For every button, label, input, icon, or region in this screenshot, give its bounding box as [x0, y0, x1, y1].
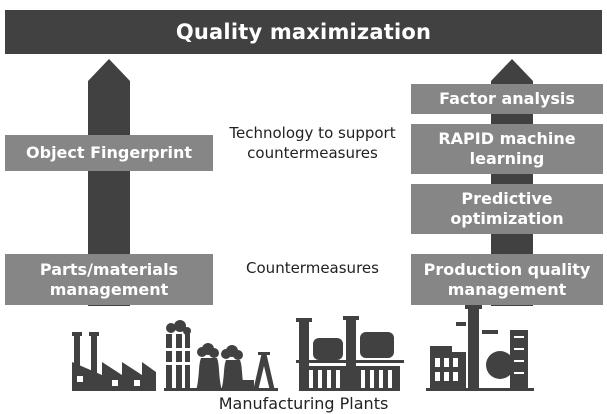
- object-fingerprint-box: Object Fingerprint: [5, 135, 213, 171]
- predictive-optimization-box: Predictive optimization: [411, 184, 603, 234]
- countermeasures-label: Countermeasures: [246, 259, 379, 277]
- factor-analysis-box: Factor analysis: [411, 84, 603, 114]
- support-technology-text: Technology to support countermeasures: [210, 123, 415, 164]
- rapid-line1: RAPID machine: [438, 129, 576, 149]
- production-line1: Production quality: [423, 259, 591, 279]
- chemical-plant-icon: [426, 305, 534, 391]
- banner-label: Quality maximization: [175, 20, 432, 44]
- refinery-icon: [296, 316, 404, 391]
- countermeasures-text: Countermeasures: [210, 258, 415, 278]
- factor-analysis-label: Factor analysis: [439, 89, 575, 109]
- caption-label: Manufacturing Plants: [218, 394, 389, 413]
- quality-maximization-banner: Quality maximization: [5, 10, 602, 54]
- parts-materials-line2: management: [49, 279, 169, 299]
- parts-materials-line1: Parts/materials: [39, 259, 179, 279]
- support-line1: Technology to support: [229, 124, 396, 142]
- left-arrow: [88, 59, 130, 306]
- rapid-machine-learning-box: RAPID machine learning: [411, 124, 603, 174]
- manufacturing-plants-caption: Manufacturing Plants: [0, 394, 607, 413]
- rapid-line2: learning: [469, 149, 545, 168]
- power-plant-icon: [164, 320, 278, 391]
- predictive-line2: optimization: [450, 209, 564, 228]
- production-line2: management: [447, 279, 567, 299]
- support-line2: countermeasures: [247, 144, 378, 163]
- right-arrow: [491, 59, 533, 306]
- parts-materials-box: Parts/materials management: [5, 254, 213, 305]
- production-quality-box: Production quality management: [411, 254, 603, 305]
- predictive-line1: Predictive: [461, 189, 553, 209]
- object-fingerprint-label: Object Fingerprint: [26, 143, 192, 163]
- factory-icon: [72, 332, 156, 391]
